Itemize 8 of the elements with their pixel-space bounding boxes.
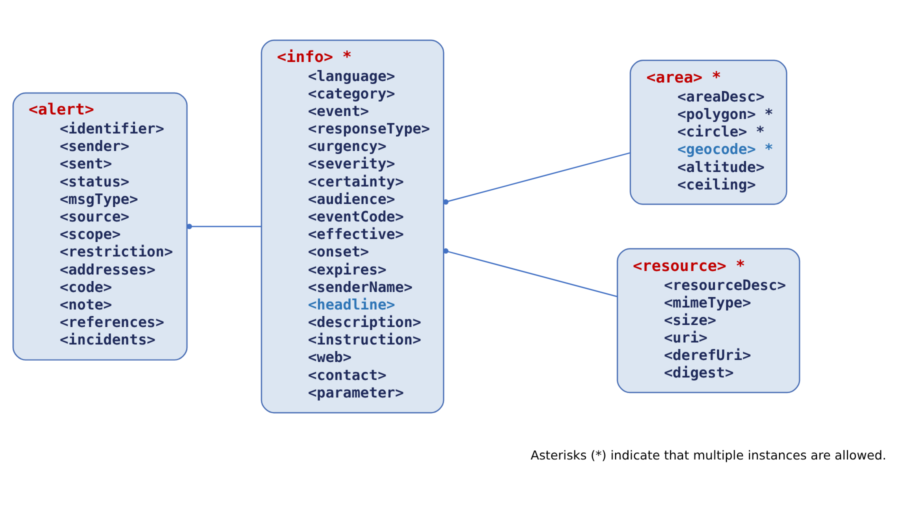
node-box: <resource> * <resourceDesc> <mimeType> <size> <uri> <derefUri> <digest>: [616, 248, 800, 393]
node-box: <alert> <identifier> <sender> <sent> <status> <msgType> <source> <scope> <restriction> <addresses> <code> <note> <references> <incidents>: [12, 92, 188, 360]
node-box: <area> * <areaDesc> <polygon> * <circle> * <geocode> * <altitude> <ceiling>: [629, 59, 787, 204]
label: Asterisks (*) indicate that multiple instances are allowed.: [530, 446, 886, 462]
node-box: <info> * <language> <category> <event> <responseType> <urgency> <severity> <certainty> <audience> <eventCode> <effective> <onset> <expires> <senderName> <headline> <description> <instruction> <web> <contact> <parameter>: [260, 39, 444, 413]
connector: [442, 152, 630, 204]
connector: [186, 223, 261, 229]
connector: [442, 248, 618, 297]
